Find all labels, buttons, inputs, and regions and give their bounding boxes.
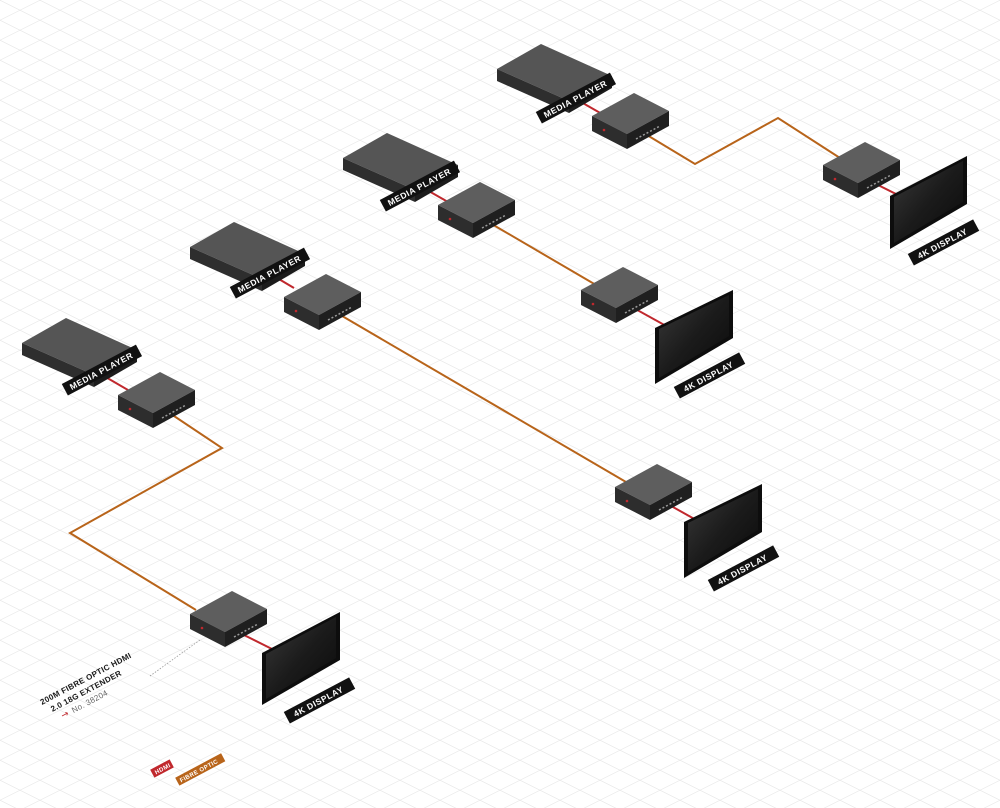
- extender-receiver: [615, 464, 692, 520]
- fibre-cable-2: [336, 312, 627, 483]
- 4k-display-device: [655, 290, 733, 384]
- arrow-icon: →: [60, 709, 72, 722]
- extender-transmitter: [118, 372, 195, 428]
- 4k-display-device: [684, 484, 762, 578]
- extender-receiver: [581, 267, 658, 323]
- 4k-display-device: [262, 612, 340, 705]
- extender-units: [118, 93, 900, 647]
- extender-receiver: [190, 591, 267, 647]
- fibre-cable-3: [489, 222, 597, 286]
- extender-receiver: [823, 142, 900, 198]
- extender-transmitter: [284, 274, 361, 330]
- extender-transmitter: [438, 182, 515, 238]
- product-leader-line: [149, 639, 201, 677]
- extender-transmitter: [592, 93, 669, 149]
- displays: [262, 156, 967, 705]
- fibre-cable-4: [641, 116, 841, 166]
- fibre-cable-1: [68, 409, 224, 611]
- 4k-display-device: [890, 156, 967, 249]
